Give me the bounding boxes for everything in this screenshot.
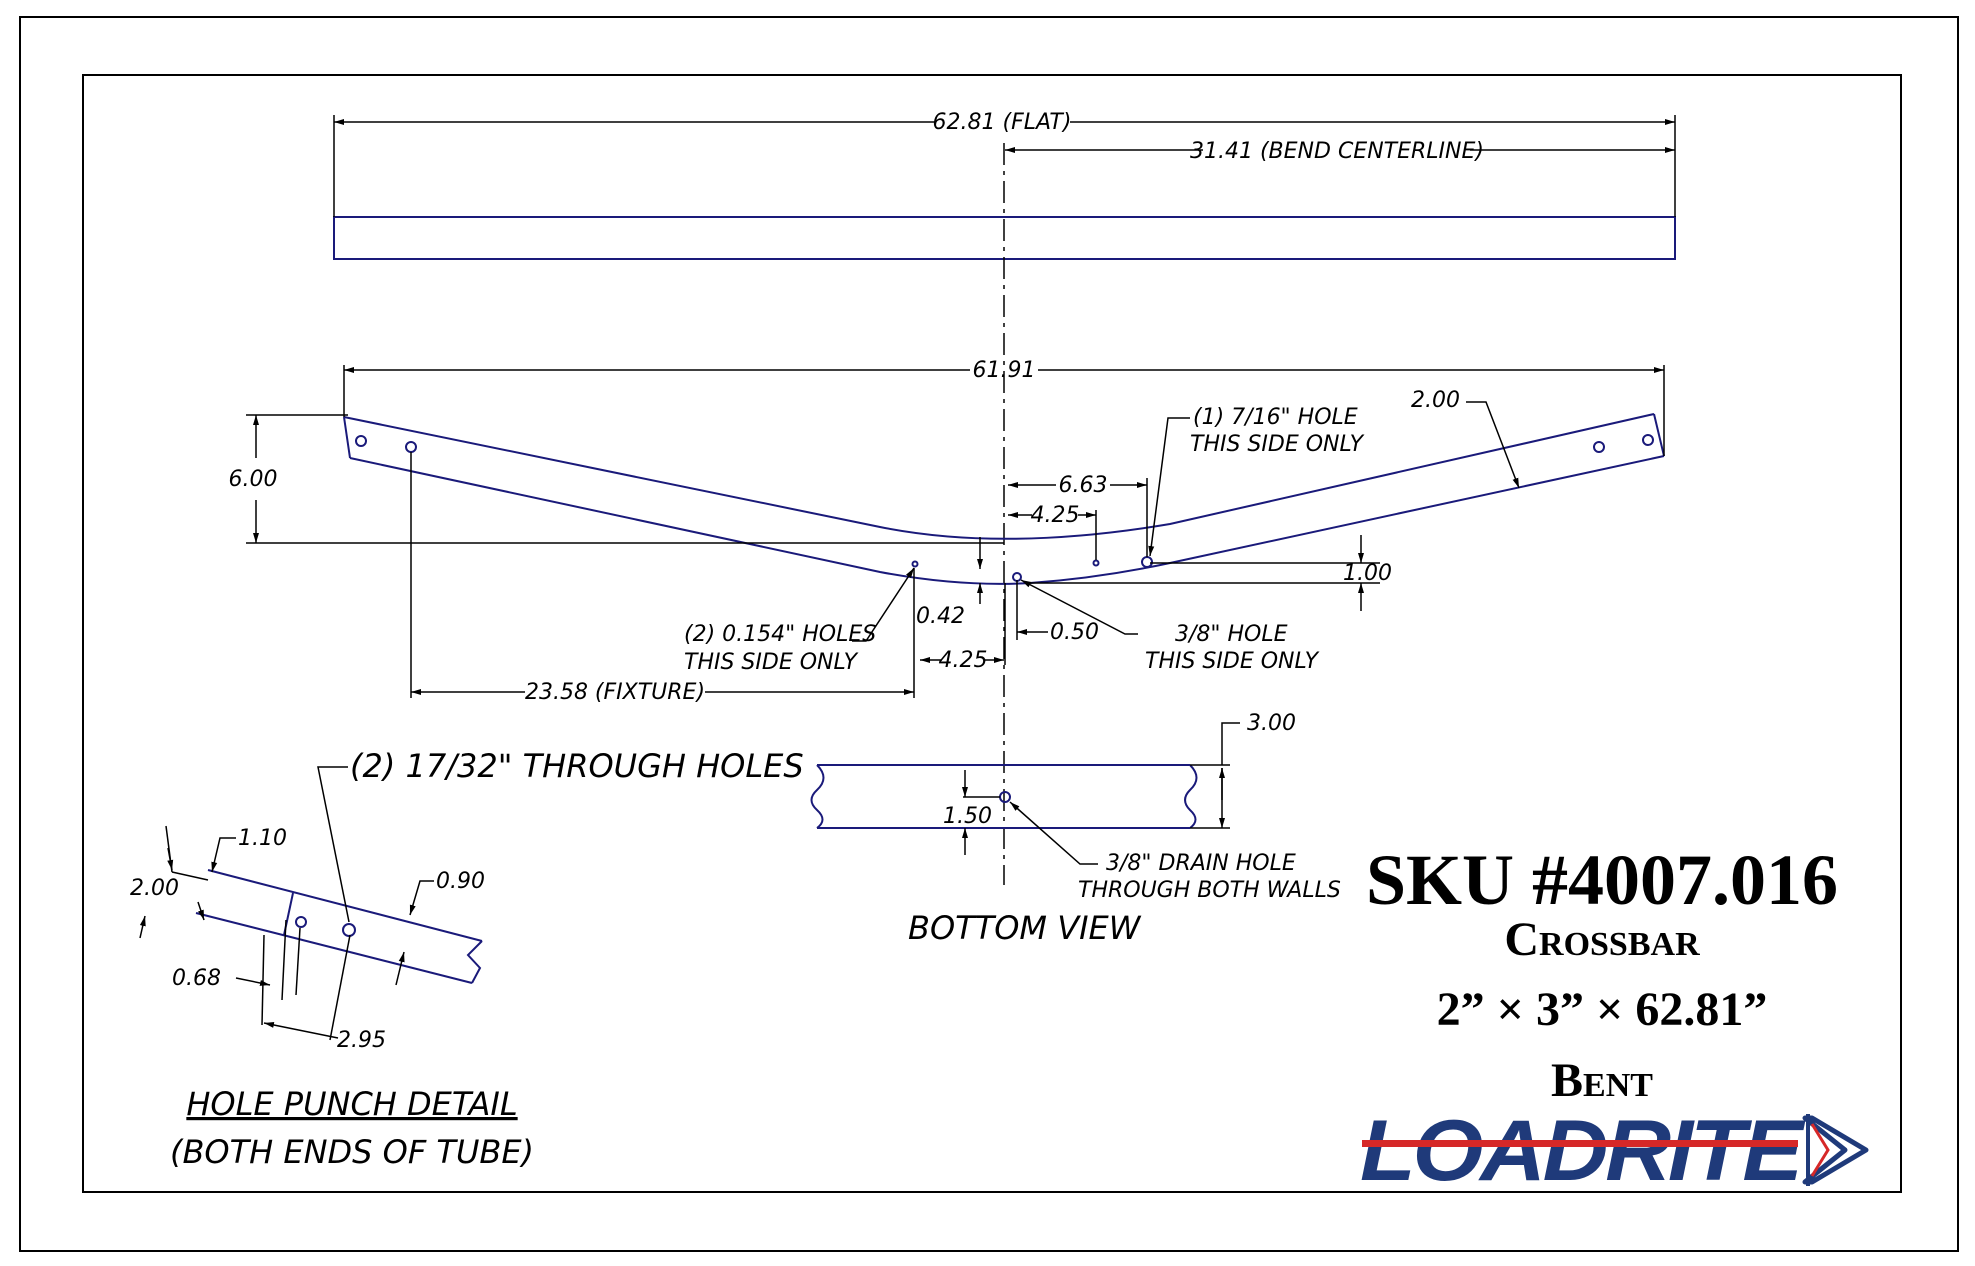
drain-line2: THROUGH BOTH WALLS	[1078, 878, 1341, 903]
dim-425-top-label: 4.25	[1031, 503, 1080, 528]
hp-title: HOLE PUNCH DETAIL	[186, 1085, 517, 1123]
note-716-line2: THIS SIDE ONLY	[1190, 432, 1365, 457]
hole-punch-detail: (2) 17/32" THROUGH HOLES 1.10 2.00 0.90 …	[130, 747, 804, 1171]
dim-663-label: 6.63	[1059, 473, 1108, 498]
dim-050-label: 0.50	[1050, 620, 1099, 645]
tube-depth-label: 2.00	[1411, 388, 1460, 413]
bottom-150-label: 1.50	[943, 804, 992, 829]
hp-068-label: 0.68	[172, 966, 221, 991]
flat-length-label: 62.81 (FLAT)	[933, 110, 1072, 135]
flat-view: 62.81 (FLAT) 31.41 (BEND CENTERLINE)	[333, 110, 1676, 260]
drain-hole	[999, 791, 1011, 803]
end-hole	[355, 435, 367, 447]
loadrite-logo: LOADRITE	[1360, 1103, 1869, 1199]
hp-110-label: 1.10	[238, 826, 287, 851]
sku-number: SKU #4007.016	[1366, 840, 1838, 920]
hole-0154	[1092, 559, 1100, 567]
hp-subtitle: (BOTH ENDS OF TUBE)	[170, 1133, 534, 1171]
note-716-line1: (1) 7/16" HOLE	[1193, 405, 1358, 430]
overall-bent-label: 61.91	[973, 358, 1036, 383]
hp-200-label: 2.00	[130, 876, 179, 901]
dim-425-bottom-label: 4.25	[939, 648, 988, 673]
dim-042-label: 0.42	[916, 604, 965, 629]
end-hole	[1593, 441, 1605, 453]
bottom-view: 3.00 1.50 3/8" DRAIN HOLE THROUGH BOTH W…	[810, 711, 1341, 947]
thru-holes-label: (2) 17/32" THROUGH HOLES	[350, 747, 804, 785]
logo-arrow-icon	[1802, 1115, 1869, 1185]
bent-tube-top	[343, 413, 1655, 540]
hole-716	[1141, 556, 1153, 568]
end-hole	[405, 441, 417, 453]
bend-centerline-label: 31.41 (BEND CENTERLINE)	[1190, 139, 1484, 164]
logo-text: LOADRITE	[1360, 1103, 1806, 1199]
bent-tube-bottom	[349, 455, 1665, 585]
bottom-view-title: BOTTOM VIEW	[908, 909, 1142, 947]
hole-0154	[911, 560, 919, 568]
bottom-height-label: 3.00	[1247, 711, 1296, 736]
note-0154-line1: (2) 0.154" HOLES	[684, 622, 876, 647]
end-hole	[1642, 434, 1654, 446]
part-size: 2” × 3” × 62.81”	[1437, 983, 1768, 1036]
note-0154-line2: THIS SIDE ONLY	[684, 650, 859, 675]
bent-view: 61.91 6.00 2.00 6.63 4.25 (1) 7/16" HOLE…	[229, 358, 1665, 705]
note-38-line1: 3/8" HOLE	[1175, 622, 1288, 647]
hole-38	[1012, 572, 1022, 582]
hp-090-label: 0.90	[436, 869, 485, 894]
note-38-line2: THIS SIDE ONLY	[1145, 649, 1320, 674]
rise-label: 6.00	[229, 467, 278, 492]
drain-line1: 3/8" DRAIN HOLE	[1106, 851, 1296, 876]
dim-100-label: 1.00	[1343, 561, 1392, 586]
inner-border	[82, 74, 1902, 1193]
part-name: Crossbar	[1504, 913, 1700, 966]
outer-border	[19, 16, 1959, 1252]
part-type: Bent	[1551, 1054, 1653, 1107]
fixture-label: 23.58 (FIXTURE)	[525, 680, 705, 705]
hp-295-label: 2.95	[337, 1028, 386, 1053]
title-block: SKU #4007.016 Crossbar 2” × 3” × 62.81” …	[1366, 840, 1838, 1107]
